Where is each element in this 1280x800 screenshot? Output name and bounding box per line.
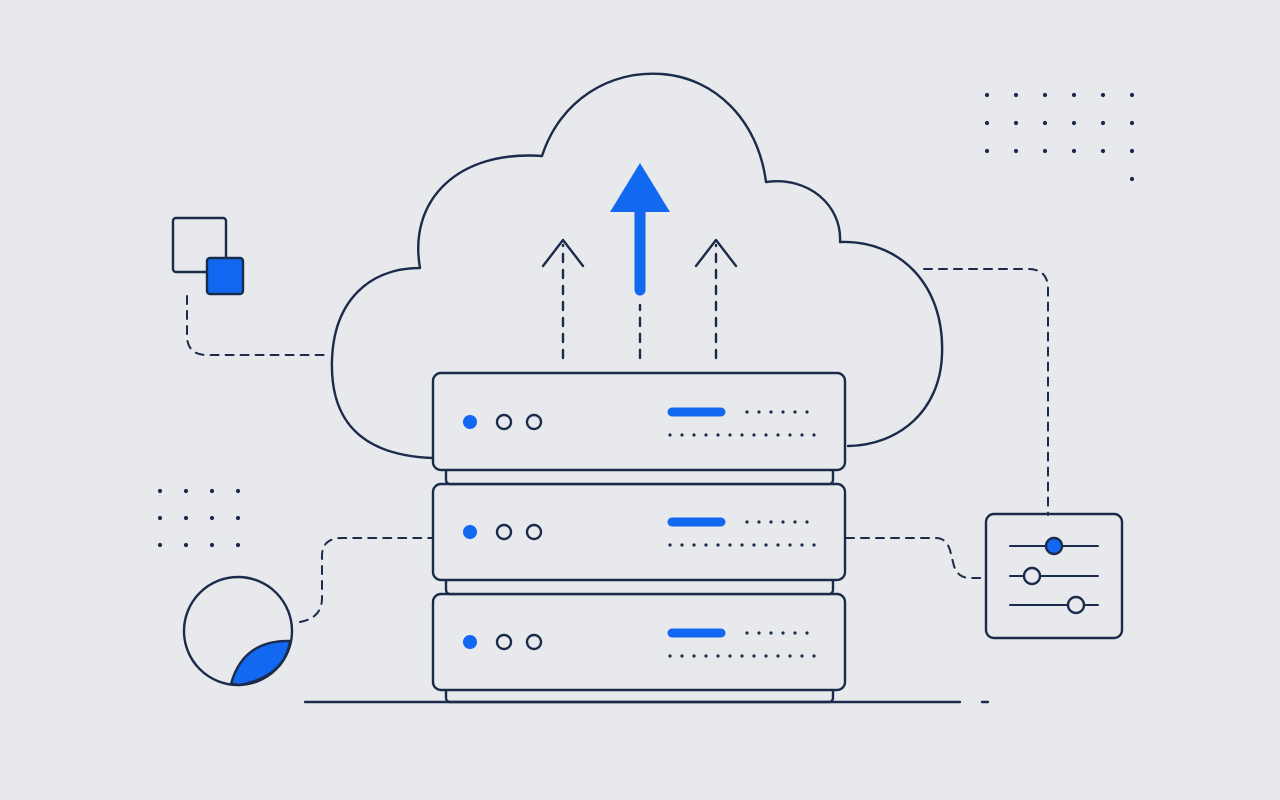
dot [1013, 120, 1019, 126]
dot [1129, 120, 1135, 126]
dot [157, 542, 163, 548]
dot [1013, 148, 1019, 154]
dot [157, 488, 163, 494]
dot [209, 515, 215, 521]
dot [157, 515, 163, 521]
server-unit-1 [431, 371, 847, 472]
upload-arrow-center-icon [610, 163, 670, 360]
dot [984, 92, 990, 98]
settings-sliders-icon [984, 512, 1124, 640]
dot [1100, 120, 1106, 126]
dot [235, 542, 241, 548]
dot [183, 488, 189, 494]
server-unit-1-details [463, 407, 819, 437]
dot [1129, 92, 1135, 98]
dot [1042, 148, 1048, 154]
dot [1042, 92, 1048, 98]
dot [984, 120, 990, 126]
dot [235, 488, 241, 494]
connector-pie-server [299, 537, 433, 623]
pie-chart-icon [182, 575, 294, 687]
dot [1129, 176, 1135, 182]
dot [1071, 148, 1077, 154]
dot [183, 542, 189, 548]
dot [1013, 92, 1019, 98]
dot [1042, 120, 1048, 126]
connector-squares-cloud [186, 295, 331, 356]
overlapping-squares-icon [171, 216, 245, 296]
server-unit-3-details [463, 628, 819, 658]
dot [1129, 148, 1135, 154]
dot [183, 515, 189, 521]
dot [1071, 120, 1077, 126]
connector-cloud-sliders [923, 268, 1049, 516]
dot [235, 515, 241, 521]
dot [1071, 92, 1077, 98]
server-rack-icon [431, 371, 847, 704]
dot [1100, 92, 1106, 98]
dot-grid-icon [157, 488, 241, 548]
dot [209, 542, 215, 548]
dot [984, 148, 990, 154]
server-unit-2 [431, 482, 847, 582]
dot [1100, 148, 1106, 154]
dot [209, 488, 215, 494]
upload-arrow-left [541, 238, 585, 360]
server-unit-2-details [463, 517, 819, 547]
dot-grid-icon [984, 92, 1135, 182]
server-unit-3 [431, 592, 847, 692]
upload-arrow-right [694, 238, 738, 360]
connector-server-sliders [845, 537, 987, 579]
